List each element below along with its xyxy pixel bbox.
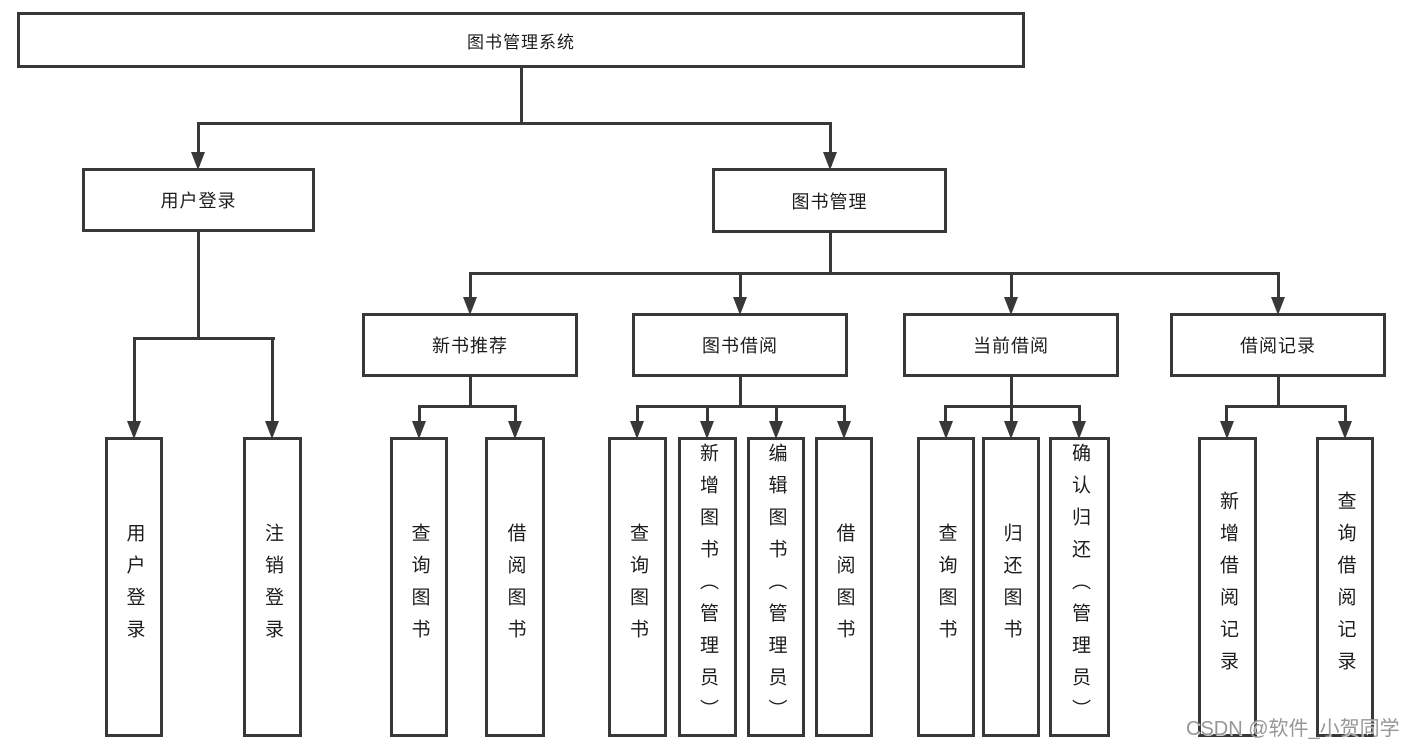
- arrow-down-icon: [508, 421, 522, 439]
- node-book-management: 图书管理: [712, 168, 947, 233]
- arrow-down-icon: [769, 421, 783, 439]
- arrow-down-icon: [700, 421, 714, 439]
- node-user-login: 用户登录: [82, 168, 315, 232]
- connector-line: [520, 68, 523, 124]
- node-new-book-recommendation: 新书推荐: [362, 313, 578, 377]
- connector-line: [636, 405, 846, 408]
- leaf-add-book-admin: 新增图书（管理员）: [678, 437, 737, 737]
- connector-line: [1010, 405, 1013, 431]
- node-book-borrowing: 图书借阅: [632, 313, 848, 377]
- arrow-down-icon: [1271, 297, 1285, 315]
- node-library-management-system: 图书管理系统: [17, 12, 1025, 68]
- connector-line: [133, 337, 275, 340]
- leaf-borrow-books: 借阅图书: [815, 437, 873, 737]
- connector-line: [197, 122, 832, 125]
- connector-line: [133, 337, 136, 431]
- connector-line: [514, 405, 517, 431]
- connector-line: [469, 272, 1280, 275]
- arrow-down-icon: [412, 421, 426, 439]
- connector-line: [843, 405, 846, 431]
- connector-line: [1277, 272, 1280, 307]
- arrow-down-icon: [1004, 297, 1018, 315]
- arrow-down-icon: [265, 421, 279, 439]
- leaf-return-book: 归还图书: [982, 437, 1040, 737]
- arrow-down-icon: [463, 297, 477, 315]
- connector-line: [469, 377, 472, 407]
- leaf-edit-book-admin: 编辑图书（管理员）: [747, 437, 805, 737]
- leaf-add-borrow-record: 新增借阅记录: [1198, 437, 1257, 737]
- leaf-logout: 注销登录: [243, 437, 302, 737]
- connector-line: [1277, 377, 1280, 407]
- connector-line: [706, 405, 709, 431]
- arrow-down-icon: [823, 152, 837, 170]
- arrow-down-icon: [127, 421, 141, 439]
- arrow-down-icon: [837, 421, 851, 439]
- connector-line: [739, 377, 742, 407]
- leaf-user-login: 用户登录: [105, 437, 163, 737]
- connector-line: [739, 272, 742, 307]
- connector-line: [197, 232, 200, 339]
- arrow-down-icon: [1004, 421, 1018, 439]
- connector-line: [1010, 272, 1013, 307]
- arrow-down-icon: [630, 421, 644, 439]
- arrow-down-icon: [191, 152, 205, 170]
- connector-line: [636, 405, 639, 431]
- leaf-query-books-recommend: 查询图书: [390, 437, 448, 737]
- node-borrowing-records: 借阅记录: [1170, 313, 1386, 377]
- connector-line: [418, 405, 517, 408]
- arrow-down-icon: [733, 297, 747, 315]
- arrow-down-icon: [1338, 421, 1352, 439]
- connector-line: [829, 233, 832, 274]
- connector-line: [1010, 377, 1013, 407]
- connector-line: [1078, 405, 1081, 431]
- connector-line: [944, 405, 947, 431]
- leaf-query-books-borrow: 查询图书: [608, 437, 667, 737]
- connector-line: [1225, 405, 1347, 408]
- leaf-borrow-books-recommend: 借阅图书: [485, 437, 545, 737]
- leaf-confirm-return-admin: 确认归还（管理员）: [1049, 437, 1110, 737]
- connector-line: [271, 337, 274, 431]
- connector-line: [418, 405, 421, 431]
- connector-line: [469, 272, 472, 307]
- leaf-query-borrow-record: 查询借阅记录: [1316, 437, 1374, 737]
- connector-line: [197, 122, 200, 166]
- watermark: CSDN @软件_小贺同学: [1186, 718, 1400, 740]
- connector-line: [775, 405, 778, 431]
- connector-line: [1344, 405, 1347, 431]
- node-current-borrowing: 当前借阅: [903, 313, 1119, 377]
- leaf-query-books-current: 查询图书: [917, 437, 975, 737]
- arrow-down-icon: [1072, 421, 1086, 439]
- connector-line: [1225, 405, 1228, 431]
- arrow-down-icon: [939, 421, 953, 439]
- arrow-down-icon: [1220, 421, 1234, 439]
- connector-line: [829, 122, 832, 166]
